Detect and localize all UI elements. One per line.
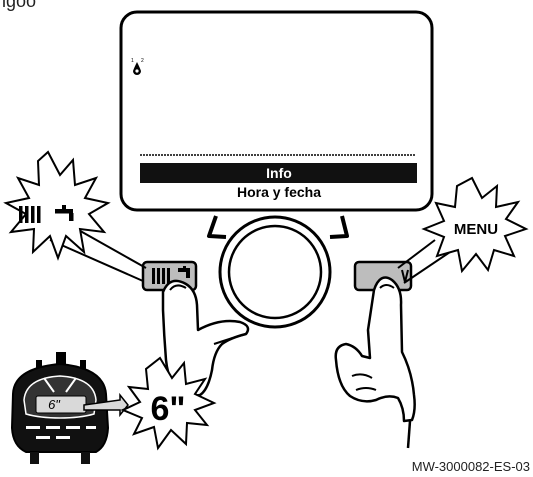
reference-code: MW-3000082-ES-03 — [412, 459, 530, 474]
rotate-left-mark — [209, 216, 226, 237]
duration-label: 6" — [150, 390, 185, 428]
callout-pointer-left-2 — [50, 240, 143, 281]
menu-selected-label[interactable]: Info — [266, 165, 292, 181]
callout-pointer-left — [75, 228, 146, 268]
rotary-knob[interactable] — [220, 217, 330, 327]
right-hand-icon — [336, 278, 415, 421]
right-wrist-line — [408, 421, 410, 448]
callout-burst-left — [6, 152, 108, 258]
svg-text:2: 2 — [141, 58, 144, 64]
stopwatch-display: 6" — [48, 397, 61, 412]
callout-pointer-right — [398, 240, 435, 268]
display-screen: 1 2 Info Hora y fecha — [121, 12, 432, 210]
rotate-right-mark — [330, 216, 347, 237]
menu-item-label[interactable]: Hora y fecha — [237, 184, 321, 200]
menu-callout-label: MENU — [454, 221, 498, 238]
svg-text:1: 1 — [131, 58, 134, 64]
